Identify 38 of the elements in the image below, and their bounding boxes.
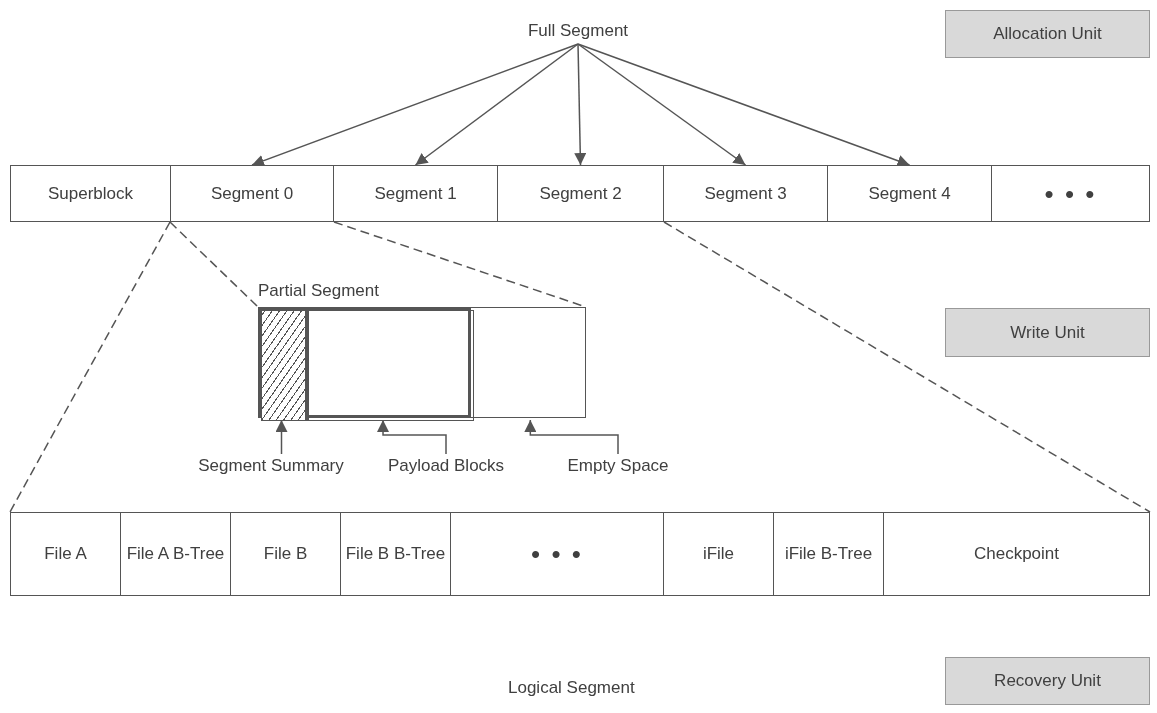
leader-line	[275, 419, 288, 455]
unit-tag: Write Unit	[945, 308, 1150, 357]
heading-text: Partial Segment	[258, 280, 379, 302]
arrow	[251, 43, 579, 167]
storage-cell: Checkpoint	[883, 512, 1150, 596]
storage-cell: File B B-Tree	[340, 512, 451, 596]
leader-text: Segment Summary	[178, 454, 364, 478]
storage-cell: File A	[10, 512, 121, 596]
heading-text: Full Segment	[500, 18, 656, 44]
unit-tag: Allocation Unit	[945, 10, 1150, 58]
storage-cell: Superblock	[10, 165, 171, 222]
leader-line	[524, 419, 619, 455]
storage-cell: iFile B-Tree	[773, 512, 884, 596]
storage-cell: Segment 1	[333, 165, 498, 222]
payload-area	[308, 310, 474, 421]
leader-text: Empty Space	[562, 454, 674, 478]
empty-space-box	[470, 307, 586, 418]
arrow	[574, 43, 587, 166]
storage-cell: Segment 4	[827, 165, 992, 222]
caption-text: Logical Segment	[508, 678, 635, 698]
hatched-summary-block	[261, 310, 308, 421]
storage-cell: iFile	[663, 512, 774, 596]
zoom-line	[9, 221, 171, 513]
arrow	[577, 43, 911, 167]
storage-cell: File A B-Tree	[120, 512, 231, 596]
ellipsis-cell: • • •	[991, 165, 1150, 222]
zoom-line	[169, 221, 259, 308]
unit-tag: Recovery Unit	[945, 657, 1150, 705]
storage-cell: Segment 0	[170, 165, 334, 222]
storage-cell: File B	[230, 512, 341, 596]
zoom-line	[663, 221, 1151, 513]
leader-text: Payload Blocks	[384, 454, 508, 478]
storage-cell: Segment 3	[663, 165, 828, 222]
leader-line	[377, 419, 447, 455]
ellipsis-cell: • • •	[450, 512, 664, 596]
storage-cell: Segment 2	[497, 165, 664, 222]
arrow	[414, 43, 579, 166]
arrow	[577, 43, 747, 166]
